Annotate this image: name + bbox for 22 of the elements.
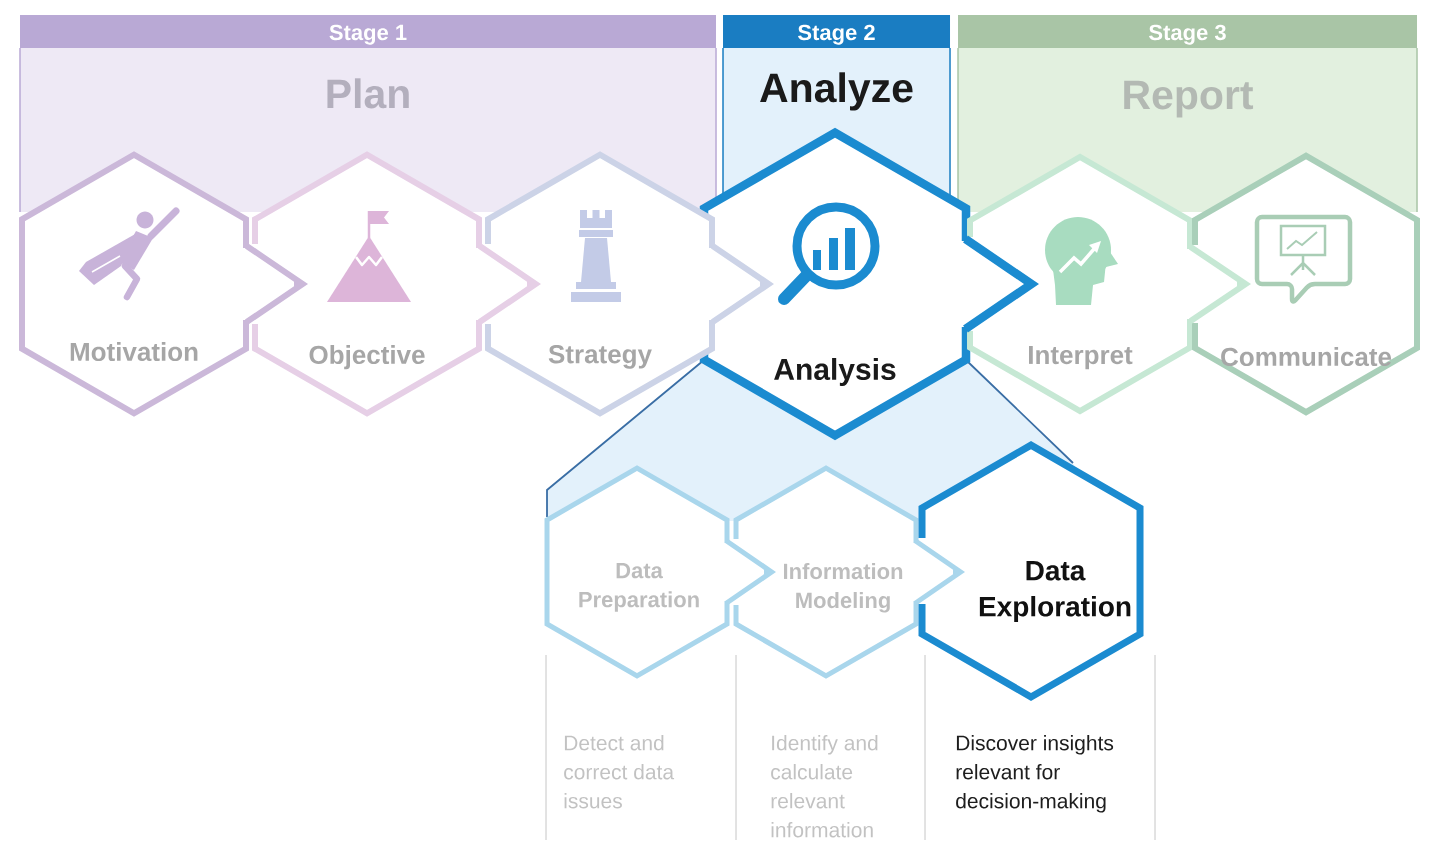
hexagon-step: Information Modeling bbox=[733, 465, 919, 679]
node-label: Information Modeling bbox=[783, 563, 903, 613]
stage-header: Stage 3 bbox=[958, 15, 1417, 48]
hexagon-step: Data Preparation bbox=[544, 465, 730, 679]
node-label: Objective bbox=[309, 345, 425, 370]
hexagon-step: Communicate bbox=[1192, 152, 1420, 416]
node-label: Data Exploration bbox=[979, 561, 1131, 623]
hexagon-step: Objective bbox=[252, 151, 482, 417]
node-label: Strategy bbox=[548, 345, 652, 369]
node-label: Data Preparation bbox=[579, 563, 699, 612]
stage-header: Stage 2 bbox=[723, 15, 950, 48]
node-label: Communicate bbox=[1221, 347, 1392, 367]
node-label: Motivation bbox=[70, 342, 198, 362]
hexagon-step: Strategy bbox=[485, 151, 715, 417]
hexagon-step: Motivation bbox=[19, 151, 249, 417]
node-label: Interpret bbox=[1029, 346, 1133, 370]
step-description: Discover insights relevant for decision-making bbox=[956, 735, 1114, 813]
step-description: Identify and calculate relevant information bbox=[771, 735, 878, 838]
stage-header: Stage 1 bbox=[20, 15, 716, 48]
hexagon-step: Analysis bbox=[699, 127, 971, 441]
step-description: Detect and correct data issues bbox=[564, 735, 675, 809]
hexagon-step: Data Exploration bbox=[918, 441, 1144, 701]
